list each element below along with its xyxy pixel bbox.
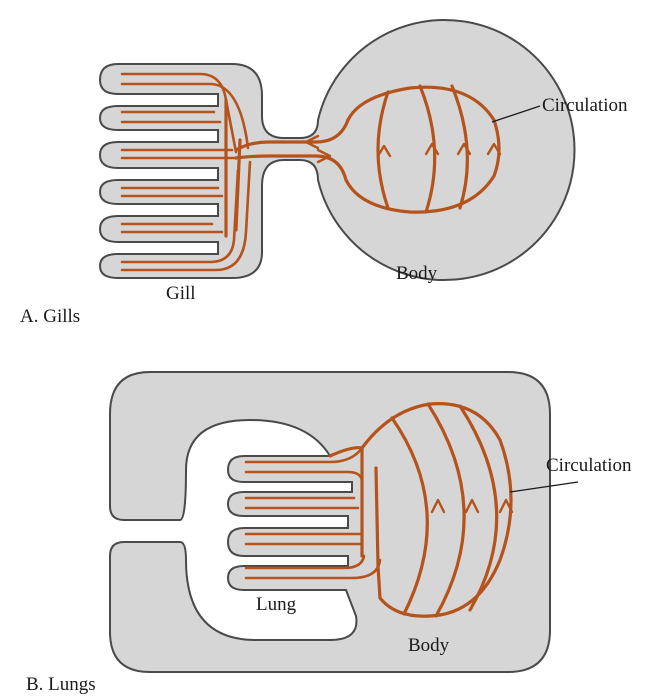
gill-vessel-6 (120, 168, 240, 264)
lung-arrow-3 (498, 498, 514, 514)
body-loop-outer (344, 85, 501, 214)
lung-body-loop-outer (360, 402, 513, 618)
neck-vessel-lower (234, 154, 348, 182)
circulation-label-b: Circulation (546, 455, 632, 476)
body-arrow-3 (456, 142, 472, 156)
lung-label: Lung (256, 594, 297, 615)
lung-body-arc-1 (390, 416, 429, 616)
panel-gills: Circulation Body Gill A. Gills (20, 19, 628, 327)
circulation-leader-a (491, 105, 541, 123)
lung-body-tissue (109, 371, 551, 673)
gill-vessel-6b (120, 160, 252, 272)
lung-trunk-2 (374, 466, 380, 568)
body-arrow-2 (424, 142, 440, 156)
lung-body-arc-2 (426, 402, 466, 618)
neck-vessel-upper (234, 118, 350, 152)
panel-label-a: A. Gills (20, 306, 80, 327)
body-label-b: Body (408, 635, 450, 656)
body-loop-arc-1 (376, 90, 390, 210)
neck-arrow-left (304, 134, 320, 150)
lung-vessel-1 (244, 446, 364, 464)
body-label-a: Body (396, 263, 438, 284)
circulation-leader-b (509, 481, 579, 493)
gill-vessel-1b (120, 82, 250, 150)
neck-arrow-right (316, 148, 332, 164)
lung-arrow-2 (464, 498, 480, 514)
lung-body-arc-3 (458, 404, 499, 612)
lung-body-top-link (328, 446, 364, 458)
body-arrow-1 (376, 144, 392, 158)
lung-arrow-1 (430, 498, 446, 514)
panel-label-b: B. Lungs (26, 674, 96, 695)
gill-label: Gill (166, 283, 196, 304)
panel-lungs: Circulation Lung Body B. Lungs (26, 371, 632, 695)
circulation-label-a: Circulation (542, 95, 628, 116)
gill-trunk-right (234, 138, 242, 232)
lung-vessel-4 (244, 554, 366, 570)
body-arrow-4 (486, 142, 502, 156)
